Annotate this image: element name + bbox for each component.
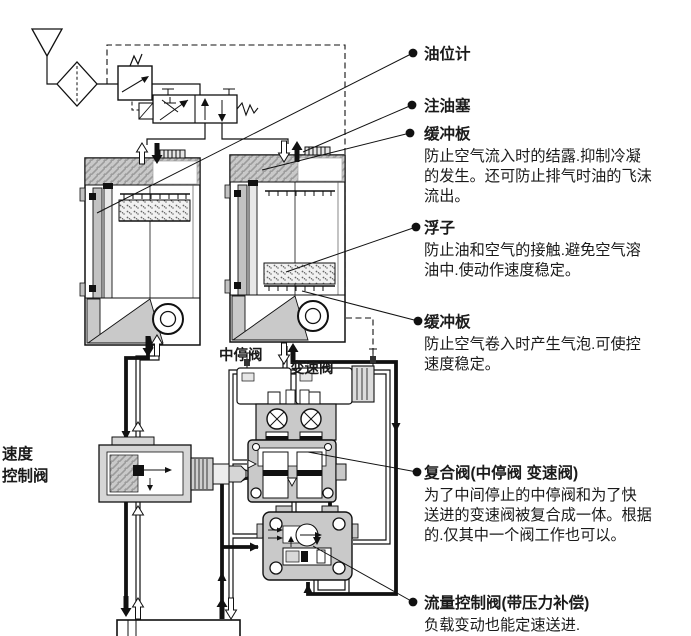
callout-desc: 防止油和空气的接触.避免空气溶 油中.使动作速度稳定。 <box>424 242 641 279</box>
tank-port-arrows <box>135 140 303 365</box>
regulator-symbol <box>117 53 164 111</box>
callout-oil-filler-plug: 注油塞 <box>424 98 691 116</box>
callout-bullets <box>405 48 423 607</box>
leader-lines <box>96 52 419 603</box>
solenoid-valve-symbol <box>138 83 289 145</box>
callout-float: 浮子 防止油和空气的接触.避免空气溶 油中.使动作速度稳定。 <box>424 220 691 281</box>
oil-tank-left <box>79 149 201 346</box>
callout-desc: 为了中间停止的中停阀和为了快 送进的变速阀被复合成一体。根据 的.仅其中一个阀工… <box>424 487 652 544</box>
oil-tank-right <box>224 146 346 343</box>
label-speed-change-valve: 变速阀 <box>290 361 334 377</box>
callout-oil-level-gauge: 油位计 <box>424 46 691 64</box>
float-left <box>118 199 191 222</box>
callout-title: 注油塞 <box>424 98 471 115</box>
callout-title: 复合阀(中停阀 变速阀) <box>424 465 579 482</box>
callout-title: 油位计 <box>424 46 471 63</box>
callout-composite-valve: 复合阀(中停阀 变速阀) 为了中间停止的中停阀和为了快 送进的变速阀被复合成一体… <box>424 465 691 546</box>
float-right <box>263 262 336 285</box>
callout-desc: 防止空气卷入时产生气泡.可使控 速度稳定。 <box>424 336 641 373</box>
callout-desc: 负载变动也能定速送进. <box>424 617 581 634</box>
callout-buffer-plate-bottom: 缓冲板 防止空气卷入时产生气泡.可使控 速度稳定。 <box>424 314 691 375</box>
label-mid-stop-valve: 中停阀 <box>219 348 263 364</box>
air-cylinder <box>116 596 241 636</box>
speed-control-valve <box>98 436 253 503</box>
callout-title: 缓冲板 <box>424 314 471 331</box>
exhaust-symbol <box>30 28 64 85</box>
label-speed-control-valve: 速度 控制阀 <box>2 446 49 485</box>
callout-desc: 防止空气流入时的结露.抑制冷凝 的发生。还可防止排气时油的飞沫 流出。 <box>424 148 652 205</box>
composite-valve <box>236 348 377 503</box>
flow-control-valve <box>256 505 359 581</box>
callout-title: 缓冲板 <box>424 126 471 143</box>
callout-title: 浮子 <box>424 220 456 237</box>
pipe-flow-arrows <box>121 421 401 593</box>
callout-title: 流量控制阀(带压力补偿) <box>424 595 590 612</box>
callout-buffer-plate-top: 缓冲板 防止空气流入时的结露.抑制冷凝 的发生。还可防止排气时油的飞沫 流出。 <box>424 126 691 207</box>
air-filter-symbol <box>56 61 118 107</box>
callout-flow-control-valve: 流量控制阀(带压力补偿) 负载变动也能定速送进. <box>424 595 691 636</box>
